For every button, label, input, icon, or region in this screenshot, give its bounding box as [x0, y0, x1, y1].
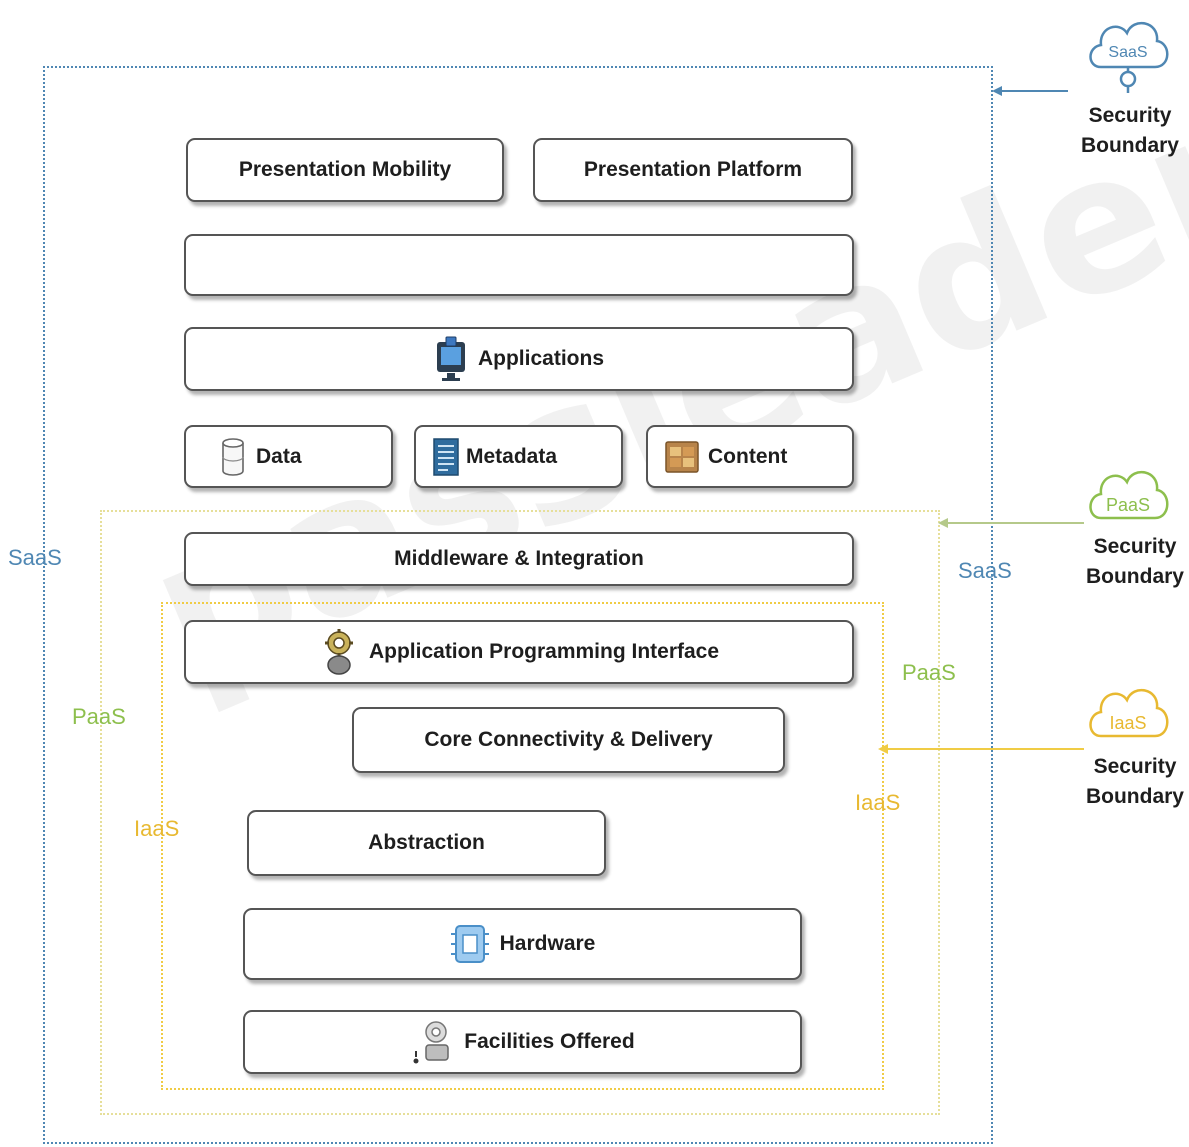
hardware-box: Hardware	[243, 908, 802, 980]
gear-icon	[319, 629, 359, 675]
iaas-boundary-arrow	[878, 744, 1084, 754]
iaas-cloud-icon: IaaS	[1089, 688, 1169, 738]
core-connectivity-label: Core Connectivity & Delivery	[424, 728, 713, 751]
facilities-box: Facilities Offered	[243, 1010, 802, 1074]
data-label: Data	[256, 444, 302, 468]
metadata-box: Metadata	[414, 425, 623, 488]
facilities-icon	[410, 1017, 454, 1067]
paas-boundary-arrow	[938, 518, 1084, 528]
metadata-icon	[432, 437, 460, 477]
saas-cloud-label: SaaS	[1108, 44, 1147, 61]
iaas-zone-label-left: IaaS	[134, 816, 180, 841]
saas-zone-label-right: SaaS	[958, 558, 1012, 583]
middleware-box: Middleware & Integration	[184, 532, 854, 586]
presentation-mobility-label: Presentation Mobility	[238, 158, 452, 181]
saas-boundary-arrow	[992, 86, 1068, 96]
api-label: Application Programming Interface	[368, 640, 720, 663]
iaas-cloud-label: IaaS	[1109, 713, 1146, 733]
metadata-label: Metadata	[466, 444, 558, 468]
data-box: Data	[184, 425, 393, 488]
blank-layer-box	[184, 234, 854, 296]
abstraction-label: Abstraction	[368, 831, 485, 854]
presentation-platform-box: Presentation Platform	[533, 138, 853, 202]
abstraction-box: Abstraction	[247, 810, 606, 876]
facilities-label: Facilities Offered	[464, 1030, 635, 1053]
paas-region	[100, 510, 940, 1115]
api-box: Application Programming Interface	[184, 620, 854, 684]
paas-cloud-label: PaaS	[1106, 495, 1150, 515]
content-box: Content	[646, 425, 854, 488]
iaas-boundary-line1: Security	[1093, 755, 1177, 778]
middleware-label: Middleware & Integration	[394, 547, 644, 570]
paas-boundary-caption: Security Boundary	[1080, 532, 1189, 592]
applications-label: Applications	[477, 347, 604, 370]
paas-zone-label-left: PaaS	[72, 704, 126, 729]
content-icon	[664, 438, 700, 476]
paas-boundary-line1: Security	[1093, 535, 1177, 558]
hardware-label: Hardware	[499, 932, 596, 955]
saas-boundary-caption: Security Boundary	[1075, 101, 1185, 161]
saas-region	[43, 66, 993, 1144]
iaas-zone-label-right: IaaS	[855, 790, 901, 815]
saas-boundary-line2: Boundary	[1080, 134, 1179, 157]
applications-box: Applications	[184, 327, 854, 391]
paas-zone-label-right: PaaS	[902, 660, 956, 685]
presentation-platform-label: Presentation Platform	[583, 158, 803, 181]
iaas-boundary-caption: Security Boundary	[1080, 752, 1189, 812]
core-connectivity-box: Core Connectivity & Delivery	[352, 707, 785, 773]
content-label: Content	[708, 444, 788, 468]
iaas-region	[161, 602, 884, 1090]
saas-cloud-icon: SaaS	[1089, 21, 1169, 93]
saas-zone-label-left: SaaS	[8, 545, 62, 570]
chip-icon	[450, 920, 490, 968]
paas-cloud-icon: PaaS	[1089, 470, 1169, 520]
paas-boundary-line2: Boundary	[1085, 565, 1184, 588]
iaas-boundary-line2: Boundary	[1085, 785, 1184, 808]
presentation-mobility-box: Presentation Mobility	[186, 138, 504, 202]
saas-boundary-line1: Security	[1088, 104, 1172, 127]
database-icon	[220, 437, 246, 477]
applications-icon	[434, 336, 468, 382]
